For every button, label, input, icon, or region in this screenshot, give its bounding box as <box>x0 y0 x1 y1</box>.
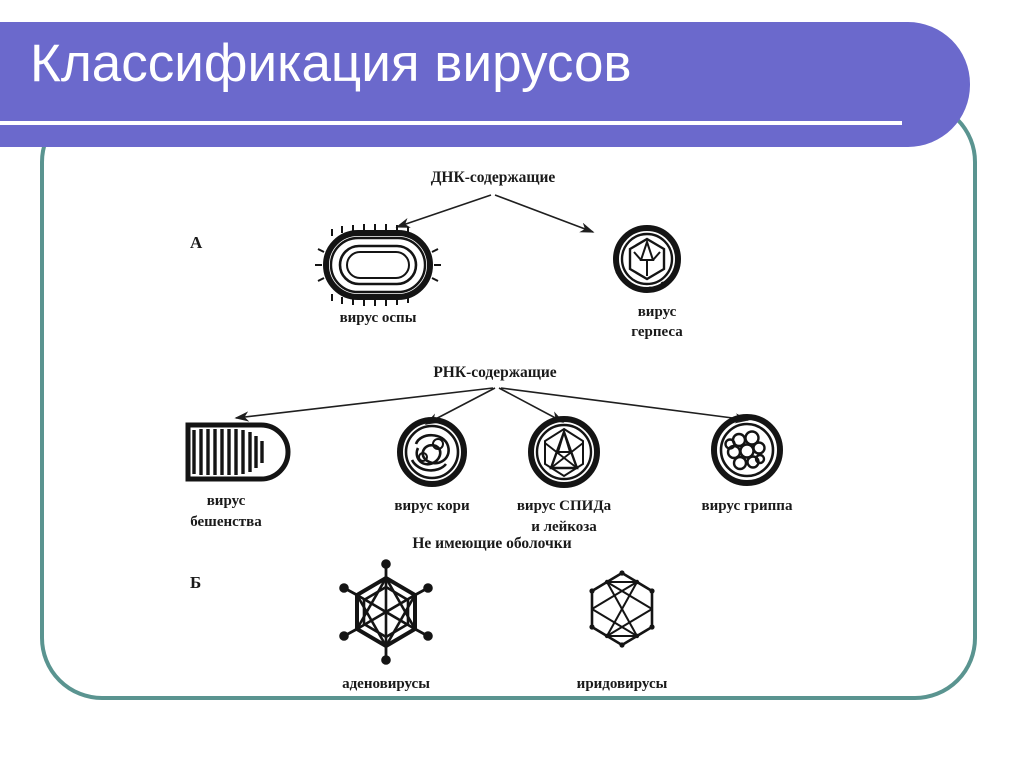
header-naked: Не имеющие оболочки <box>412 535 571 552</box>
caption-rabies-line2: бешенства <box>190 514 262 530</box>
virus-classification-diagram: А ДНК-содержащие вирус оспы <box>40 100 977 700</box>
caption-herpes-line1: вирус <box>638 304 677 320</box>
dna-arrow-right <box>494 194 595 233</box>
header-dna: ДНК-содержащие <box>431 169 556 186</box>
group-label-a: А <box>190 233 203 252</box>
virus-shape-influenza <box>711 414 783 486</box>
caption-adenovirus: аденовирусы <box>342 676 430 692</box>
title-underline-rule <box>0 121 902 125</box>
caption-hiv-line1: вирус СПИДа <box>517 498 612 514</box>
virus-shape-hiv <box>528 416 600 488</box>
virus-shape-measles <box>397 417 467 487</box>
virus-shape-herpes <box>613 225 681 293</box>
caption-measles: вирус кори <box>394 498 470 514</box>
rna-arrow-4 <box>500 387 750 424</box>
title-banner <box>0 22 970 147</box>
caption-iridovirus: иридовирусы <box>577 676 668 692</box>
dna-arrow-left <box>395 194 492 228</box>
virus-shape-smallpox <box>315 224 441 306</box>
caption-rabies-line1: вирус <box>207 493 246 509</box>
caption-herpes-line2: герпеса <box>631 324 683 340</box>
rna-arrow-1 <box>234 387 494 422</box>
caption-hiv-line2: и лейкоза <box>531 519 597 535</box>
page-title: Классификация вирусов <box>30 34 632 93</box>
virus-shape-rabies <box>185 422 291 482</box>
caption-influenza: вирус гриппа <box>702 498 793 514</box>
virus-shape-adenovirus <box>339 559 433 665</box>
caption-smallpox: вирус оспы <box>340 310 417 326</box>
group-label-b: Б <box>190 573 201 592</box>
header-rna: РНК-содержащие <box>433 364 556 381</box>
rna-arrow-3 <box>498 387 565 423</box>
virus-shape-iridovirus <box>589 570 655 648</box>
